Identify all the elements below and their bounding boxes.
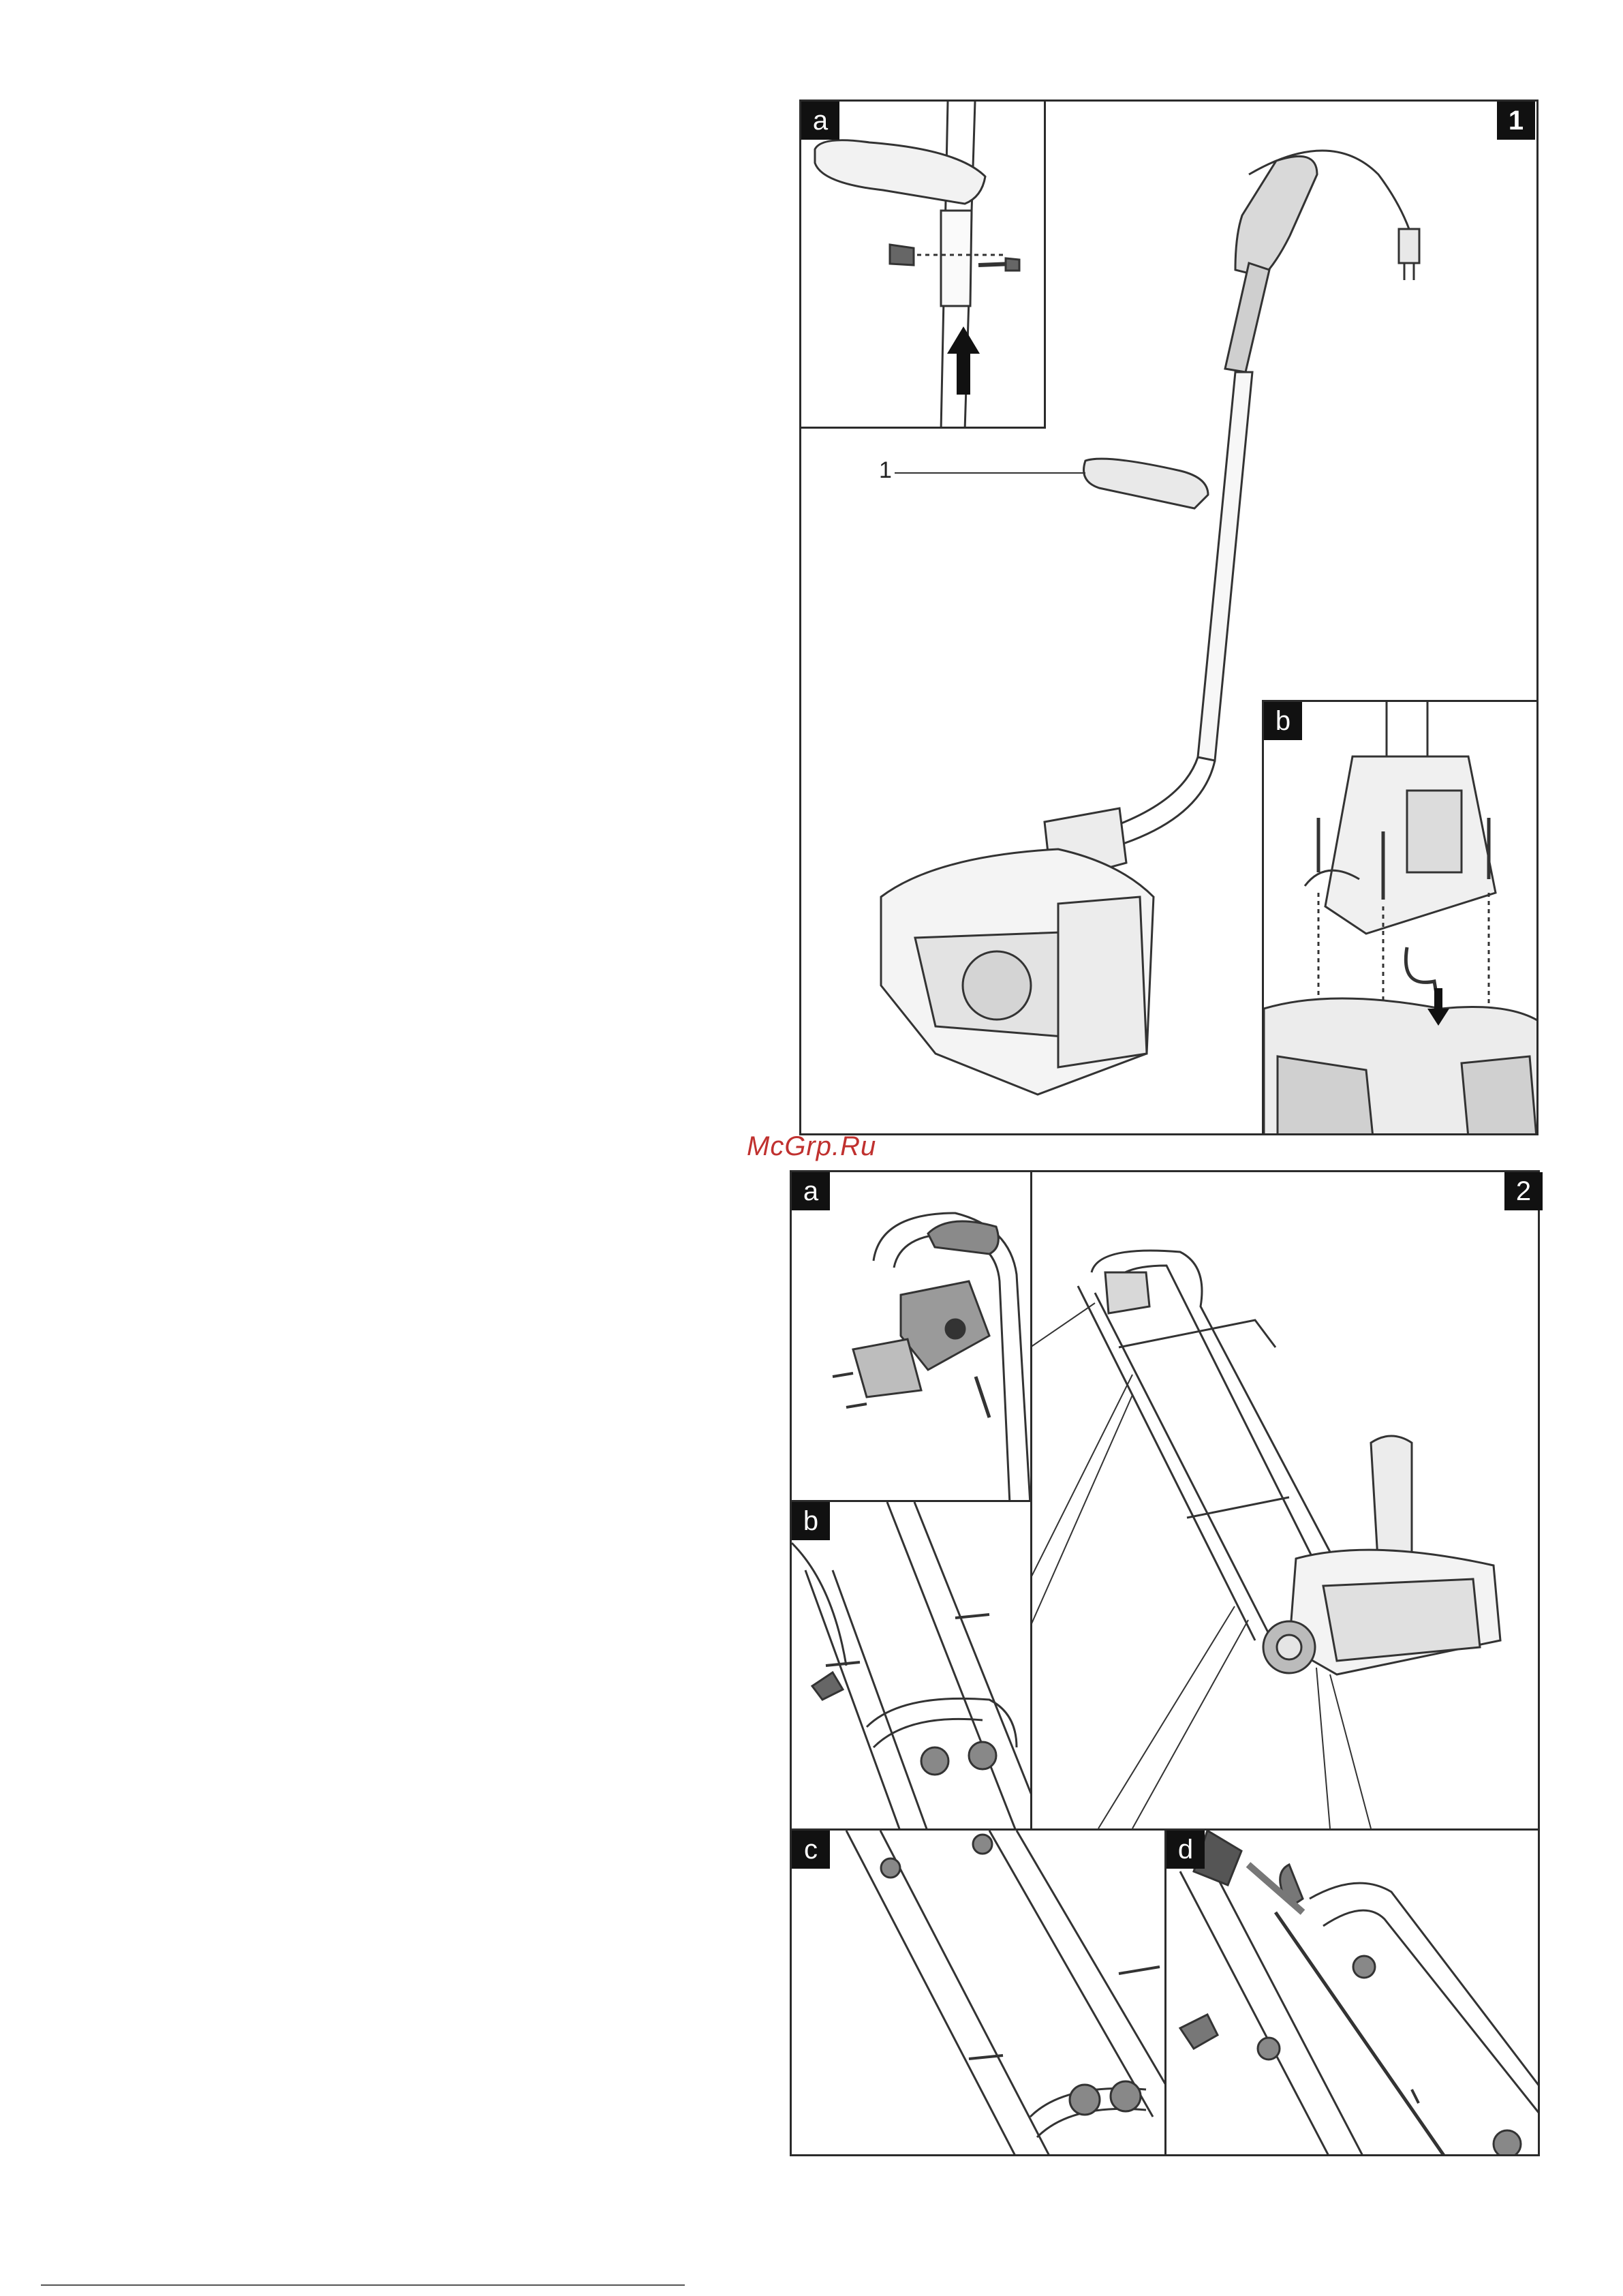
switch-box-illustration [792,1172,1032,1502]
callout-number-1: 1 [879,457,892,484]
figure-2-panel-a: a [790,1170,1032,1502]
footer-rule [41,2284,685,2286]
lower-handle-bolts-illustration [792,1831,1166,2156]
figure-2-panel-c-label: c [792,1831,830,1869]
figure-2-panel-a-label: a [792,1172,830,1210]
figure-2-panel-b-label: b [792,1502,830,1540]
figure-2-panel-d: d [1164,1828,1540,2156]
figure-2-panel-d-label: d [1166,1831,1205,1869]
discharge-lever-illustration [1166,1831,1540,2156]
motor-cover-screws-illustration [1264,702,1539,1135]
watermark-text: McGrp.Ru [747,1131,876,1162]
figure-1-panel-b: b [1262,700,1539,1135]
handle-knobs-illustration [792,1502,1032,1831]
snow-thrower-illustration [1030,1170,1540,1828]
figure-2-panel-b: b [790,1500,1032,1831]
figure-1-panel-b-label: b [1264,702,1302,740]
figure-2-panel-c: c [790,1828,1166,2156]
